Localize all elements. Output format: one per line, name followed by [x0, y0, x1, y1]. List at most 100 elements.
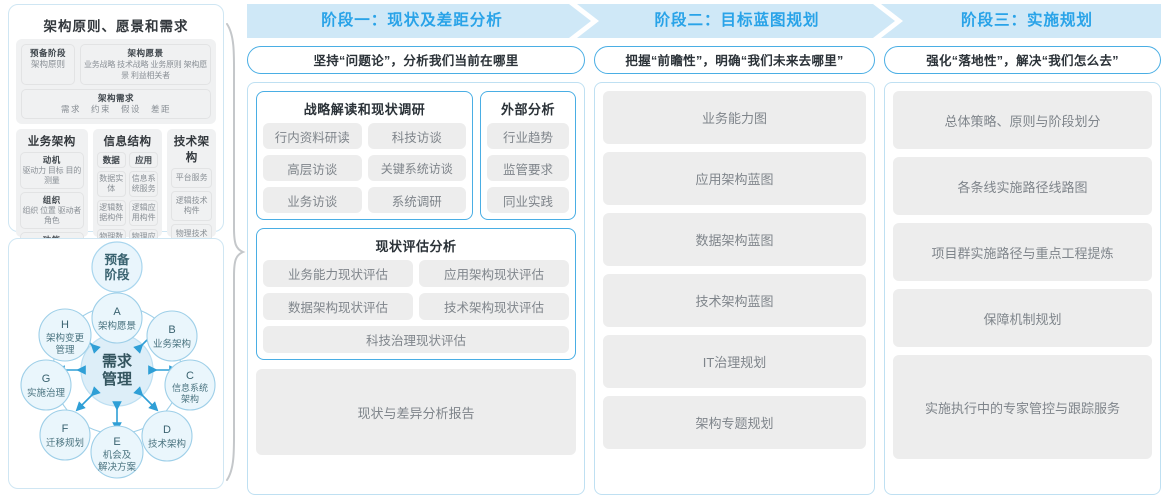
phase-2-column: 把握“前瞻性”，明确“我们未来去哪里” 业务能力图 应用架构蓝图 数据架构蓝图 … — [594, 46, 875, 495]
togaf-column-business: 业务架构 动机 驱动力 目标 目的 测量 组织 组织 位置 驱动者 角色 功能 … — [16, 129, 88, 269]
svg-text:F: F — [62, 423, 69, 435]
phase-3-item[interactable]: 实施执行中的专家管控与跟踪服务 — [893, 355, 1152, 459]
phase-3-list: 总体策略、原则与阶段划分 各条线实施路径线路图 项目群实施路径与重点工程提炼 保… — [893, 91, 1152, 459]
external-chip[interactable]: 行业趋势 — [487, 123, 569, 149]
phase-2-list: 业务能力图 应用架构蓝图 数据架构蓝图 技术架构蓝图 IT治理规划 架构专题规划 — [603, 91, 866, 449]
svg-text:架构愿景: 架构愿景 — [98, 320, 136, 332]
phase-3-item[interactable]: 项目群实施路径与重点工程提炼 — [893, 223, 1152, 281]
strategy-chip[interactable]: 系统调研 — [367, 187, 466, 213]
adm-prelim-label-1: 预备 — [104, 252, 130, 267]
svg-text:H: H — [61, 319, 69, 331]
phase-3-item[interactable]: 总体策略、原则与阶段划分 — [893, 91, 1152, 149]
svg-text:E: E — [113, 436, 120, 448]
adm-node-f: F 迁移规划 — [39, 409, 91, 461]
phase-1-top-row: 战略解读和现状调研 行内资料研读 高层访谈 业务访谈 科技访谈 关键系统访谈 系… — [256, 91, 576, 220]
phase-2-item[interactable]: 技术架构蓝图 — [603, 274, 866, 327]
svg-text:解决方案: 解决方案 — [98, 461, 137, 473]
left-column: 架构原则、愿景和需求 预备阶段 架构原则 架构愿景 业务战略 技术战略 业务原则… — [8, 4, 224, 495]
adm-node-g: G 实施治理 — [20, 359, 72, 411]
strategy-chip[interactable]: 行内资料研读 — [263, 123, 362, 149]
phase-2-header: 阶段二：目标蓝图规划 — [654, 12, 820, 29]
phase-1-chevron — [247, 4, 591, 38]
phase-2-item[interactable]: 业务能力图 — [603, 91, 866, 144]
current-state-eval-head: 现状评估分析 — [375, 239, 457, 254]
grouping-brace — [226, 23, 246, 481]
adm-center-label-1: 需求 — [102, 352, 133, 370]
phase-1-report-chip[interactable]: 现状与差异分析报告 — [256, 369, 576, 455]
svg-text:业务架构: 业务架构 — [153, 338, 191, 350]
adm-node-prelim — [91, 241, 143, 293]
togaf-title: 架构原则、愿景和需求 — [43, 19, 189, 34]
togaf-business-item: 动机 驱动力 目标 目的 测量 — [20, 152, 84, 189]
togaf-column-technology: 技术架构 平台服务 逻辑技术构件 物理技术构件 — [167, 129, 216, 254]
eval-chip[interactable]: 应用架构现状评估 — [419, 260, 569, 287]
adm-prelim-label-2: 阶段 — [104, 267, 130, 282]
svg-text:信息系统: 信息系统 — [172, 382, 208, 393]
adm-node-b: B 业务架构 — [146, 310, 198, 362]
external-chip[interactable]: 同业实践 — [487, 187, 569, 213]
phase-3-item[interactable]: 保障机制规划 — [893, 289, 1152, 347]
phase-1-subtitle: 坚持“问题论”，分析我们当前在哪里 — [247, 46, 585, 74]
eval-chip[interactable]: 业务能力现状评估 — [263, 260, 413, 287]
svg-text:A: A — [113, 306, 121, 318]
strategy-chip[interactable]: 科技访谈 — [367, 123, 466, 149]
togaf-vision-box: 架构愿景 业务战略 技术战略 业务原则 架构愿景 利益相关者 — [80, 44, 211, 85]
phase-3-header: 阶段三：实施规划 — [960, 12, 1093, 29]
strategy-chip[interactable]: 业务访谈 — [263, 187, 362, 213]
phase-3-item[interactable]: 各条线实施路径线路图 — [893, 157, 1152, 215]
eval-chip-full[interactable]: 科技治理现状评估 — [263, 326, 569, 353]
svg-text:架构: 架构 — [181, 393, 199, 404]
svg-text:B: B — [168, 324, 175, 336]
togaf-column-information: 信息结构 数据 数据实体 逻辑数据构件 物理数据构件 应用 信息系统服务 逻辑应… — [92, 129, 163, 255]
phase-2-item[interactable]: 数据架构蓝图 — [603, 213, 866, 266]
phase-2-subtitle: 把握“前瞻性”，明确“我们未来去哪里” — [594, 46, 875, 74]
svg-text:迁移规划: 迁移规划 — [46, 437, 84, 449]
phase-2-item[interactable]: 架构专题规划 — [603, 396, 866, 449]
togaf-prelim-sub: 架构原则 — [30, 59, 65, 69]
phase-3-body: 总体策略、原则与阶段划分 各条线实施路径线路图 项目群实施路径与重点工程提炼 保… — [884, 82, 1161, 495]
phase-3-column: 强化“落地性”，解决“我们怎么去” 总体策略、原则与阶段划分 各条线实施路径线路… — [884, 46, 1161, 495]
phase-2-item[interactable]: 应用架构蓝图 — [603, 152, 866, 205]
phase-1-body: 战略解读和现状调研 行内资料研读 高层访谈 业务访谈 科技访谈 关键系统访谈 系… — [247, 82, 585, 495]
external-chip[interactable]: 监管要求 — [487, 155, 569, 181]
togaf-prelim-title: 预备阶段 — [29, 48, 66, 58]
adm-node-c: C 信息系统 架构 — [164, 359, 216, 411]
svg-text:技术架构: 技术架构 — [148, 438, 186, 450]
togaf-prelim-box: 预备阶段 架构原则 — [21, 44, 75, 85]
strategy-survey-card: 战略解读和现状调研 行内资料研读 高层访谈 业务访谈 科技访谈 关键系统访谈 系… — [256, 91, 473, 220]
strategy-chip[interactable]: 高层访谈 — [263, 155, 362, 181]
phase-2-body: 业务能力图 应用架构蓝图 数据架构蓝图 技术架构蓝图 IT治理规划 架构专题规划 — [594, 82, 875, 495]
eval-chip[interactable]: 技术架构现状评估 — [419, 293, 569, 320]
phase-1-header: 阶段一：现状及差距分析 — [321, 12, 503, 29]
svg-text:架构变更: 架构变更 — [46, 332, 85, 344]
togaf-domain-columns: 业务架构 动机 驱动力 目标 目的 测量 组织 组织 位置 驱动者 角色 功能 … — [16, 129, 216, 269]
togaf-requirements-title: 架构需求 — [97, 93, 134, 103]
eval-chip[interactable]: 数据架构现状评估 — [263, 293, 413, 320]
svg-text:机会及: 机会及 — [103, 449, 132, 461]
external-analysis-head: 外部分析 — [500, 102, 555, 117]
phase-2-item[interactable]: IT治理规划 — [603, 335, 866, 388]
phase-1-column: 坚持“问题论”，分析我们当前在哪里 战略解读和现状调研 行内资料研读 高层访谈 … — [247, 46, 585, 495]
togaf-vision-sub: 业务战略 技术战略 业务原则 架构愿景 利益相关者 — [83, 60, 208, 80]
phase-header-band — [247, 4, 1161, 38]
phase-3-subtitle: 强化“落地性”，解决“我们怎么去” — [884, 46, 1161, 74]
svg-text:C: C — [186, 370, 194, 382]
togaf-column-information-head: 信息结构 — [103, 136, 152, 148]
phases-region: 阶段一：现状及差距分析 阶段二：目标蓝图规划 阶段三：实施规划 坚持“问题论”，… — [247, 4, 1161, 495]
adm-center-label-2: 管理 — [102, 370, 132, 388]
strategy-chip[interactable]: 关键系统访谈 — [367, 155, 466, 181]
svg-text:实施治理: 实施治理 — [27, 387, 66, 399]
togaf-column-business-head: 业务架构 — [27, 136, 76, 148]
adm-node-h: H 架构变更 管理 — [38, 308, 92, 362]
adm-node-e: E 机会及 解决方案 — [90, 425, 144, 479]
togaf-vision-title: 架构愿景 — [127, 48, 164, 58]
togaf-content-framework-card: 架构原则、愿景和需求 预备阶段 架构原则 架构愿景 业务战略 技术战略 业务原则… — [8, 4, 224, 302]
svg-text:D: D — [163, 424, 171, 436]
svg-text:管理: 管理 — [55, 344, 75, 356]
current-state-eval-card: 现状评估分析 业务能力现状评估 应用架构现状评估 数据架构现状评估 技术架构现状… — [256, 228, 576, 360]
adm-cycle-card: 需求 管理 预备 阶段 — [8, 238, 224, 489]
strategy-survey-head: 战略解读和现状调研 — [303, 102, 426, 117]
phase-2-chevron — [577, 4, 895, 38]
togaf-top-band: 预备阶段 架构原则 架构愿景 业务战略 技术战略 业务原则 架构愿景 利益相关者… — [16, 39, 216, 124]
